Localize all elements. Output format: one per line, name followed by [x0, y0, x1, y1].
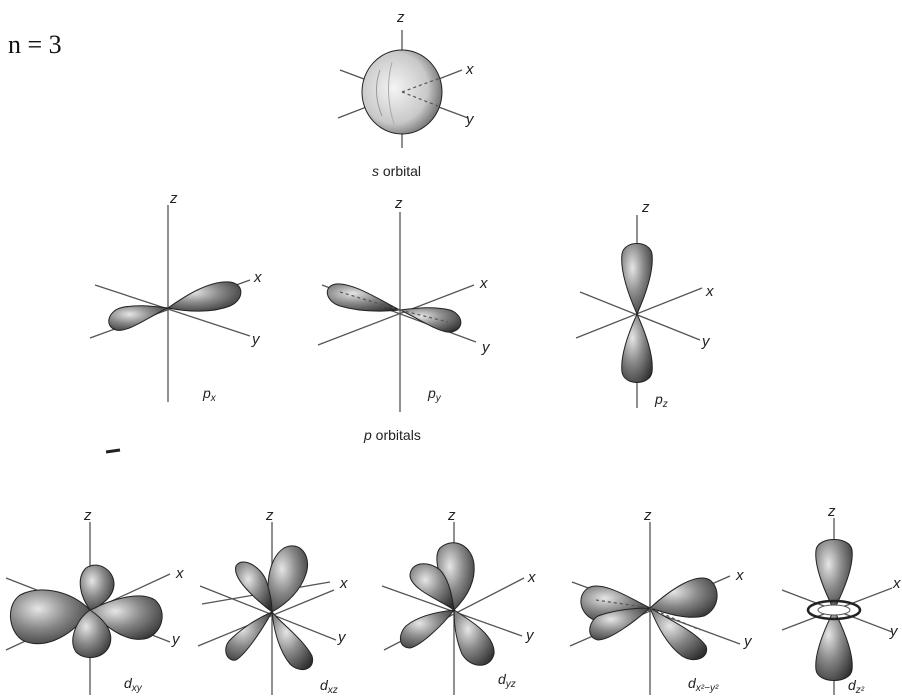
p-orbitals-caption: p orbitals — [363, 427, 421, 443]
dxz-lobe-4 — [226, 612, 272, 660]
s-z-label: z — [396, 9, 405, 26]
dz2-lobe-upper — [816, 540, 853, 611]
dxz-z-label: z — [265, 507, 274, 524]
px-lobe-positive — [168, 282, 241, 311]
dxy-z-label: z — [83, 507, 92, 524]
py-z-label: z — [394, 195, 403, 212]
dz2-caption: dz² — [848, 677, 865, 696]
dyz-y-label: y — [525, 627, 535, 644]
pz-z-label: z — [641, 199, 650, 216]
dx2y2-orbital-figure: z x y dx²−y² — [570, 507, 753, 695]
pz-lobe-lower — [622, 314, 653, 383]
dx2y2-lobe-1 — [650, 578, 717, 617]
s-x-label: x — [465, 61, 474, 78]
dz2-orbital-figure: z x y dz² — [782, 503, 901, 696]
dz2-z-label: z — [827, 503, 836, 520]
pz-lobe-upper — [622, 244, 653, 315]
dxz-y-label: y — [337, 629, 347, 646]
dx2y2-z-label: z — [643, 507, 652, 524]
dyz-caption: dyz — [498, 671, 516, 690]
dz2-x-label: x — [892, 575, 901, 592]
dx2y2-caption: dx²−y² — [688, 675, 719, 694]
px-y-label: y — [251, 331, 261, 348]
dxz-caption: dxz — [320, 677, 338, 696]
dxy-orbital-figure: z x y dxy — [6, 507, 184, 695]
dx2y2-y-label: y — [743, 633, 753, 650]
px-caption: px — [202, 385, 217, 404]
pz-caption: pz — [654, 391, 668, 410]
dxy-y-label: y — [171, 631, 181, 648]
dxy-caption: dxy — [124, 675, 143, 694]
py-lobe-back — [327, 284, 400, 311]
pz-y-label: y — [701, 333, 711, 350]
dxy-x-label: x — [175, 565, 184, 582]
pz-x-label: x — [705, 283, 714, 300]
py-x-label: x — [479, 275, 488, 292]
dxz-lobe-3 — [272, 612, 313, 670]
stray-dash-mark — [106, 450, 120, 452]
pz-orbital-figure: z x y pz — [576, 199, 714, 410]
py-lobe-front — [400, 308, 461, 332]
py-orbital-figure: z x y py p orbitals — [318, 195, 491, 443]
s-orbital-figure: z x y s orbital — [338, 9, 475, 179]
dyz-x-label: x — [527, 569, 536, 586]
px-orbital-figure: z x y px — [90, 190, 262, 404]
dz2-y-label: y — [889, 623, 899, 640]
dxz-lobe-1 — [268, 546, 308, 612]
s-orbital-caption: s orbital — [372, 163, 421, 179]
px-x-label: x — [253, 269, 262, 286]
dxz-x-label: x — [339, 575, 348, 592]
dyz-orbital-figure: z x y dyz — [382, 507, 536, 695]
px-z-label: z — [169, 190, 178, 207]
dz2-lobe-lower — [816, 610, 853, 681]
px-lobe-negative — [109, 306, 168, 331]
py-caption: py — [427, 385, 442, 404]
s-y-label: y — [465, 111, 475, 128]
dx2y2-x-label: x — [735, 567, 744, 584]
dyz-z-label: z — [447, 507, 456, 524]
dxz-orbital-figure: z x y dxz — [198, 507, 348, 696]
py-y-label: y — [481, 339, 491, 356]
dyz-lobe-4 — [400, 610, 454, 648]
dxz-lobe-2 — [236, 562, 272, 612]
